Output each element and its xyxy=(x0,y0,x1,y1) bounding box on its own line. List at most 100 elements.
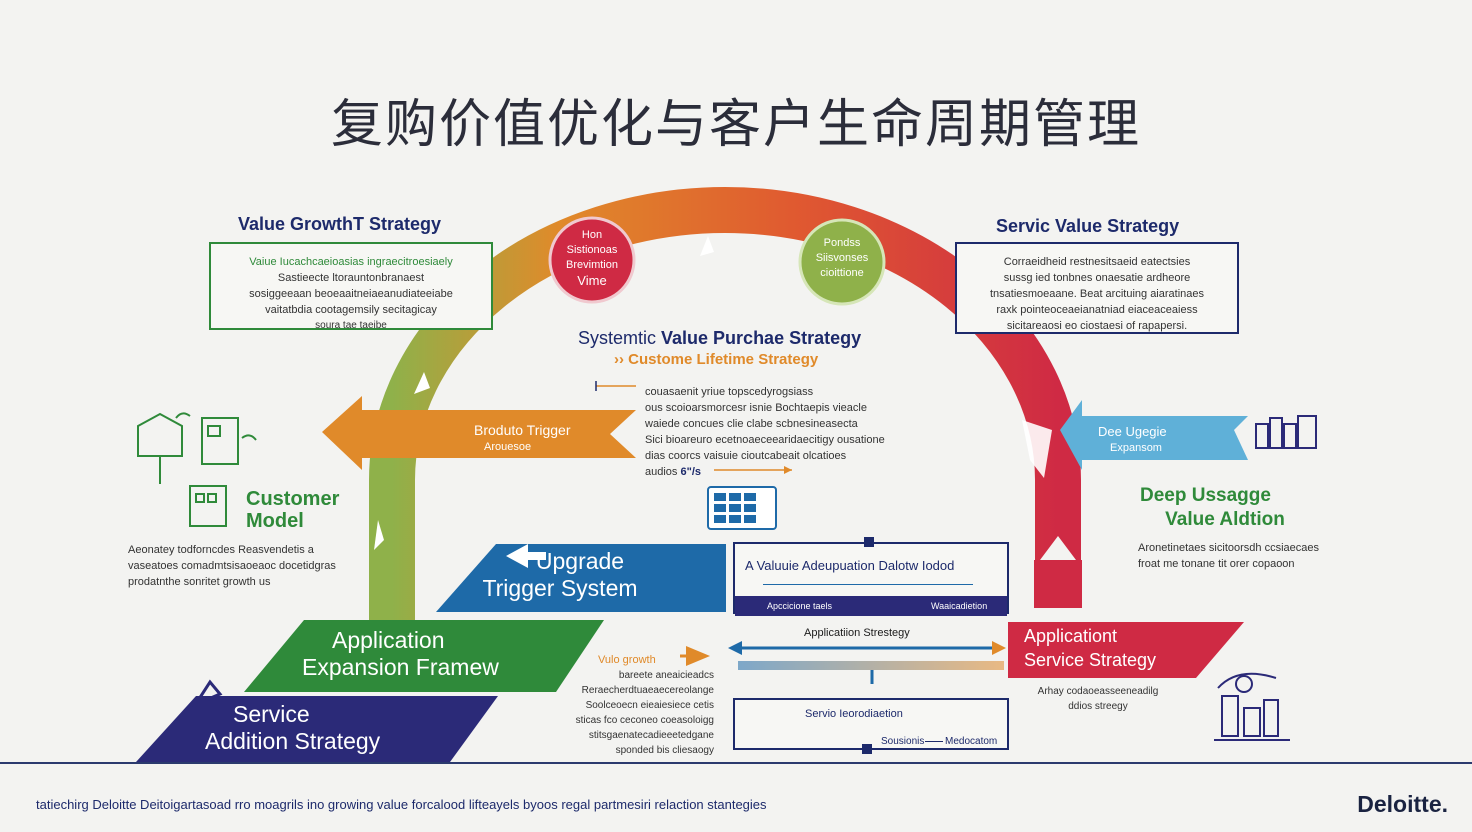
value-adequation-bar xyxy=(735,596,1007,616)
customer-model-heading: Customer Model xyxy=(246,488,339,532)
green-circle-label: Pondss Siisvonses cioittione xyxy=(800,236,884,281)
app-service-line: Applicationt xyxy=(1024,626,1118,646)
app-service-line: Service Strategy xyxy=(1024,650,1157,670)
application-strategy-label: Applicatiion Strestegy xyxy=(804,627,910,639)
upgrade-trigger-line: Trigger System xyxy=(482,575,638,601)
customer-model-line: Aeonatey todforncdes Reasvendetis a xyxy=(128,544,314,556)
right-strategy-box: Corraeidheid restnesitsaeid eatectsies s… xyxy=(955,242,1239,334)
app-service-label: Applicationt Service Strategy xyxy=(1024,624,1156,672)
center-heading-bold: Value Purchae Strategy xyxy=(661,328,862,348)
customer-model-line: prodatnthe sonritet growth us xyxy=(128,576,271,588)
deep-usage-text: Aronetinetaes sicitoorsdh ccsiaecaes fro… xyxy=(1138,540,1348,572)
service-addition-line: Addition Strategy xyxy=(205,728,381,754)
service-ribbon xyxy=(136,696,498,762)
deep-usage-arrow-line: Dee Ugegie xyxy=(1098,424,1167,439)
center-text-word: audios xyxy=(645,466,678,478)
center-text: couasaenit yriue topscedyrogsiass ous sc… xyxy=(645,384,885,480)
service-introduction-box: Servio Ieorodiaetion Sousionis Medocatom xyxy=(733,698,1009,750)
value-growth-line: Reraecherdtuaeaecereolange xyxy=(581,685,714,696)
deep-usage-arrow-line: Expansom xyxy=(1110,442,1162,454)
value-adequation-right: Waaicadietion xyxy=(931,601,988,611)
growth-icon xyxy=(1214,672,1290,741)
center-subheading-text: Custome Lifetime Strategy xyxy=(628,351,819,368)
right-strategy-line: raxk pointeoceaeianatniad eiaceaceaiess xyxy=(996,304,1198,316)
left-strategy-line: sosiggeeaan beoeaaitneiaeanudiateeiabe xyxy=(249,288,453,300)
service-introduction-title: Servio Ieorodiaetion xyxy=(805,708,903,720)
arch-right-arrow-head xyxy=(1040,536,1076,560)
service-introduction-arrow xyxy=(925,741,943,742)
deep-usage-line: froat me tonane tit orer copaoon xyxy=(1138,558,1295,570)
value-growth-line: sponded bis cliesaogy xyxy=(615,745,714,756)
product-trigger-label: Broduto Trigger Arouesoe xyxy=(474,422,571,456)
value-growth-line: stitsgaenatecadieeetedgane xyxy=(588,730,714,741)
lifecycle-arch xyxy=(369,187,1081,620)
right-strategy-line: Corraeidheid restnesitsaeid eatectsies xyxy=(1003,256,1191,268)
right-strategy-line: sussg ied tonbnes onaesatie ardheore xyxy=(1003,272,1191,284)
center-heading-plain: Systemtic xyxy=(578,328,662,348)
value-adequation-left: Apccicione taels xyxy=(767,601,833,611)
value-adequation-box: A Valuuie Adeupuation Dalotw Iodod Apcci… xyxy=(733,542,1009,616)
application-ribbon xyxy=(244,620,604,692)
upgrade-ribbon-arrow xyxy=(506,544,546,568)
center-text-line: couasaenit yriue topscedyrogsiass xyxy=(645,386,814,398)
application-expansion-label: Application Expansion Framew xyxy=(302,627,562,681)
customer-model-line: vaseatoes comadmtsisaoeaoc docetidgras xyxy=(128,560,336,572)
red-circle-line: Brevimtion xyxy=(566,259,618,271)
upgrade-trigger-line: Upgrade xyxy=(535,548,625,574)
arch-arrow-top xyxy=(700,236,714,256)
arch-right-foot xyxy=(1034,560,1082,608)
left-strategy-line: soura tae taeibe xyxy=(315,320,387,331)
right-strategy-line: tnsatiesmoeaane. Beat arcituing aiaratin… xyxy=(989,288,1205,300)
deep-usage-heading: Deep Ussagge Value Aldtion xyxy=(1130,484,1320,532)
deep-usage-arrow-label: Dee Ugegie Expansom xyxy=(1098,424,1167,456)
upgrade-ribbon xyxy=(436,544,726,612)
center-text-line: ous scoioarsmorcesr isnie Bochtaepis vie… xyxy=(645,402,867,414)
deloitte-logo: Deloitte. xyxy=(1357,791,1448,817)
value-growth-line: sticas fco ceconeo coeasoloigg xyxy=(575,715,714,726)
center-text-line: dias coorcs vaisuie cioutcabeait olcatio… xyxy=(645,450,847,462)
customer-model-heading-line: Model xyxy=(246,510,304,532)
page-title: 复购价值优化与客户生命周期管理 xyxy=(330,95,1141,155)
value-growth-line: Soolceoecn eieaiesiece cetis xyxy=(585,700,714,711)
footer-text: tatiechirg Deloitte Deitoigartasoad rro … xyxy=(36,797,767,812)
value-growth-label: Vulo growth xyxy=(598,654,656,666)
service-introduction-left: Sousionis xyxy=(881,736,925,747)
red-circle-line: Sistionoas xyxy=(566,244,618,256)
value-adequation-line xyxy=(763,584,973,585)
service-addition-line: Service xyxy=(233,701,310,727)
connector-node xyxy=(864,537,874,547)
left-strategy-box: Vaiue Iucachcaeioasias ingraecitroesiael… xyxy=(209,242,493,331)
upgrade-trigger-label: Upgrade Trigger System xyxy=(470,548,650,602)
customer-model-heading-line: Customer xyxy=(246,488,340,510)
deep-usage-heading-line: Deep Ussagge xyxy=(1140,485,1271,506)
left-strategy-heading: Value GrowthT Strategy xyxy=(238,214,442,234)
red-circle xyxy=(548,216,636,304)
center-subheading: ›› Custome Lifetime Strategy xyxy=(614,351,818,368)
customer-model-text: Aeonatey todforncdes Reasvendetis a vase… xyxy=(128,542,368,590)
deep-usage-heading-line: Value Aldtion xyxy=(1165,509,1285,530)
value-growth-line: bareete aneaicieadcs xyxy=(618,670,714,681)
center-text-line: waiede concues clie clabe scbnesineasect… xyxy=(645,418,858,430)
deep-usage-line: Aronetinetaes sicitoorsdh ccsiaecaes xyxy=(1138,542,1319,554)
service-introduction-right: Medocatom xyxy=(945,736,998,747)
green-circle xyxy=(798,218,886,306)
app-service-note-line: ddios streegy xyxy=(1068,701,1128,712)
product-trigger-line: Arouesoe xyxy=(484,441,532,453)
product-trigger-arrow xyxy=(322,396,636,470)
application-expansion-line: Application xyxy=(332,627,445,653)
application-expansion-line: Expansion Framew xyxy=(302,654,499,680)
green-circle-line: Pondss xyxy=(823,237,861,249)
left-strategy-line: Vaiue Iucachcaeioasias ingraecitroesiael… xyxy=(249,256,453,268)
app-strategy-bar xyxy=(738,661,1004,670)
center-text-line: Sici bioareuro ecetnoaeceearidaecitigy o… xyxy=(645,434,885,446)
red-circle-line: Vime xyxy=(577,273,607,288)
arch-arrow-left xyxy=(414,372,430,394)
left-strategy-line: Sastieecte ltorauntonbranaest xyxy=(277,272,425,284)
center-heading: Systemtic Value Purchae Strategy xyxy=(578,328,861,349)
value-growth-text: bareete aneaicieadcs Reraecherdtuaeaecer… xyxy=(548,668,714,758)
left-strategy-line: vaitatbdia cootagemsily secitagicay xyxy=(265,304,437,316)
value-adequation-title: A Valuuie Adeupuation Dalotw Iodod xyxy=(745,558,955,573)
service-arrow-up xyxy=(186,679,223,718)
arch-arrow-lower-left xyxy=(374,520,384,550)
